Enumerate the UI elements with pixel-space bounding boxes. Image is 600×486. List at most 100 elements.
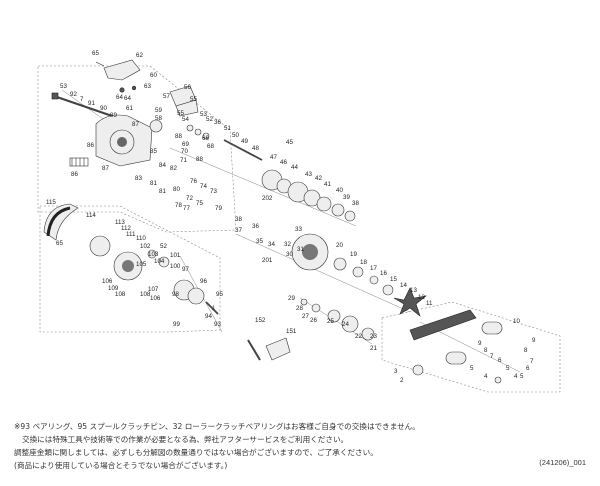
part-number-label: 87 xyxy=(102,165,109,172)
part-number-label: 11 xyxy=(426,300,433,307)
part-number-label: 9 xyxy=(532,337,536,344)
part-number-label: 73 xyxy=(210,188,217,195)
notes-block: ※93 ベアリング、95 スプールクラッチピン、32 ローラークラッチベアリング… xyxy=(14,420,534,472)
part-number-label: 7 xyxy=(530,358,534,365)
part-number-label: 15 xyxy=(390,276,397,283)
part-number-label: 85 xyxy=(150,148,157,155)
part-number-label: 55 xyxy=(177,110,184,117)
part-number-label: 22 xyxy=(355,333,362,340)
part-number-label: 113 xyxy=(115,219,125,226)
part-number-label: 151 xyxy=(286,328,297,335)
part-number-label: 88 xyxy=(175,133,182,140)
part-number-label: 109 xyxy=(108,285,119,292)
part-number-label: 108 xyxy=(140,291,151,298)
part-number-label: 23 xyxy=(370,333,377,340)
part-number-label: 65 xyxy=(56,240,63,247)
part-number-label: 50 xyxy=(232,132,239,139)
part-number-label: 17 xyxy=(370,265,377,272)
part-number-label: 54 xyxy=(182,116,189,123)
part-number-label: 4 xyxy=(514,373,518,380)
part-number-label: 105 xyxy=(136,261,147,268)
part-number-label: 3 xyxy=(394,368,398,375)
part-number-label: 64 xyxy=(116,94,123,101)
part-number-label: 58 xyxy=(155,115,162,122)
part-number-label: 72 xyxy=(186,195,193,202)
part-number-label: 25 xyxy=(327,318,334,325)
part-number-label: 28 xyxy=(296,305,303,312)
part-number-label: 6 xyxy=(498,357,502,364)
part-number-label: 95 xyxy=(216,291,223,298)
part-number-label: 112 xyxy=(121,225,131,232)
part-number-label: 53 xyxy=(200,111,207,118)
part-number-label: 49 xyxy=(241,138,248,145)
part-number-label: 115 xyxy=(46,199,56,206)
part-number-label: 38 xyxy=(352,200,359,207)
part-number-label: 104 xyxy=(154,258,165,265)
clutch-parts xyxy=(149,85,210,140)
part-number-label: 46 xyxy=(280,159,287,166)
part-number-label: 92 xyxy=(70,91,77,98)
star-drag-part xyxy=(393,287,428,317)
part-number-label: 79 xyxy=(215,205,222,212)
part-number-label: 75 xyxy=(196,200,203,207)
long-shaft-part xyxy=(51,92,119,120)
note-line-3: 調整座金類に関しましては、必ずしも分解図の数量通りではない場合がございますので、… xyxy=(14,448,378,457)
part-number-label: 78 xyxy=(175,202,182,209)
side-cover-part xyxy=(43,203,79,241)
note-line-4: (商品により使用している場合とそうでない場合がございます。) xyxy=(14,461,228,470)
part-number-label: 80 xyxy=(173,186,180,193)
part-number-label: 70 xyxy=(181,148,188,155)
part-number-label: 98 xyxy=(172,291,179,298)
part-number-label: 66 xyxy=(202,135,209,142)
part-number-label: 18 xyxy=(360,259,367,266)
part-number-label: 35 xyxy=(256,238,263,245)
part-number-label: 36 xyxy=(252,223,259,230)
part-number-label: 64 xyxy=(124,95,131,102)
part-number-label: 114 xyxy=(86,212,96,219)
part-number-label: 8 xyxy=(524,347,528,354)
part-number-label: 51 xyxy=(224,125,231,132)
part-number-label: 20 xyxy=(336,242,343,249)
drag-gear-stack xyxy=(223,139,356,222)
part-number-label: 60 xyxy=(150,72,157,79)
part-number-label: 44 xyxy=(291,164,298,171)
frame-body-part xyxy=(95,114,153,167)
note-line-1: ※93 ベアリング、95 スプールクラッチピン、32 ローラークラッチベアリング… xyxy=(14,422,420,431)
part-number-label: 7 xyxy=(80,96,84,103)
note-line-2: 交換には特殊工具や技術等での作業が必要となる為、弊社アフターサービスをご利用くだ… xyxy=(22,435,349,444)
part-number-label: 111 xyxy=(126,231,136,238)
part-number-label: 86 xyxy=(87,142,94,149)
part-number-label: 106 xyxy=(150,295,161,302)
part-number-label: 71 xyxy=(180,157,187,164)
part-number-label: 106 xyxy=(102,278,113,285)
part-number-label: 26 xyxy=(310,317,317,324)
part-number-label: 42 xyxy=(315,175,322,182)
part-number-label: 19 xyxy=(350,251,357,258)
part-number-label: 33 xyxy=(295,226,302,233)
part-number-label: 16 xyxy=(380,270,387,277)
part-number-label: 81 xyxy=(159,188,166,195)
part-number-label: 38 xyxy=(235,216,242,223)
part-number-label: 40 xyxy=(336,187,343,194)
document-code: (241206)_001 xyxy=(539,458,586,467)
part-number-label: 4 xyxy=(484,373,488,380)
part-number-label: 202 xyxy=(262,195,273,202)
part-number-label: 62 xyxy=(136,52,143,59)
part-number-label: 68 xyxy=(207,143,214,150)
part-number-label: 87 xyxy=(132,121,139,128)
part-number-label: 31 xyxy=(297,246,304,253)
part-number-label: 108 xyxy=(115,291,126,298)
part-number-label: 36 xyxy=(214,119,221,126)
part-number-label: 101 xyxy=(170,252,181,259)
spring-part xyxy=(69,157,89,167)
part-number-label: 21 xyxy=(370,345,377,352)
part-number-label: 52 xyxy=(160,243,167,250)
part-number-label: 103 xyxy=(148,251,159,258)
part-number-label: 90 xyxy=(100,105,107,112)
part-number-label: 24 xyxy=(342,321,349,328)
part-number-label: 89 xyxy=(110,112,117,119)
part-number-label: 27 xyxy=(302,313,309,320)
part-number-label: 55 xyxy=(190,96,197,103)
part-number-label: 84 xyxy=(159,162,166,169)
part-number-label: 39 xyxy=(343,194,350,201)
